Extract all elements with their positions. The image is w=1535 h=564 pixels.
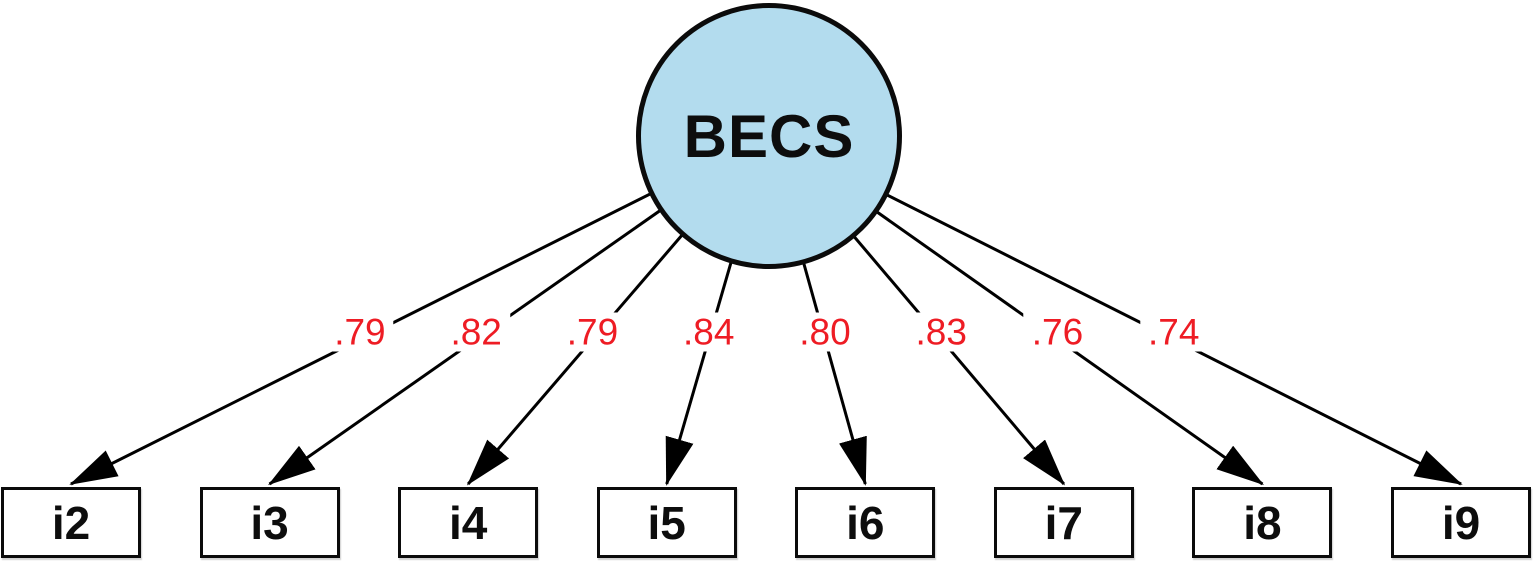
loading-value: .79 — [326, 312, 394, 352]
indicator-label: i5 — [647, 496, 686, 549]
indicator-box-i4: i4 — [398, 487, 539, 558]
loading-value: .80 — [791, 312, 859, 352]
indicator-label: i2 — [51, 496, 91, 549]
indicator-box-i6: i6 — [795, 487, 936, 558]
loading-value: .83 — [907, 312, 975, 352]
latent-factor-circle: BECS — [636, 3, 902, 269]
indicator-box-i9: i9 — [1391, 487, 1531, 558]
indicator-box-i8: i8 — [1192, 487, 1333, 558]
loading-value: .76 — [1023, 312, 1092, 352]
indicator-label: i4 — [448, 496, 488, 549]
loading-value: .74 — [1140, 312, 1208, 352]
indicator-box-i2: i2 — [1, 487, 141, 558]
loading-value: .82 — [442, 312, 510, 352]
loading-value: .84 — [674, 312, 743, 352]
indicator-box-i3: i3 — [199, 487, 340, 558]
factor-label: BECS — [683, 102, 855, 170]
indicator-label: i6 — [846, 496, 885, 549]
indicator-box-i7: i7 — [993, 487, 1134, 558]
indicator-label: i9 — [1441, 496, 1481, 549]
loading-value: .79 — [558, 312, 627, 352]
indicator-label: i8 — [1243, 496, 1282, 549]
indicator-box-i5: i5 — [596, 487, 737, 558]
indicator-label: i7 — [1044, 496, 1084, 549]
indicator-label: i3 — [250, 496, 289, 549]
